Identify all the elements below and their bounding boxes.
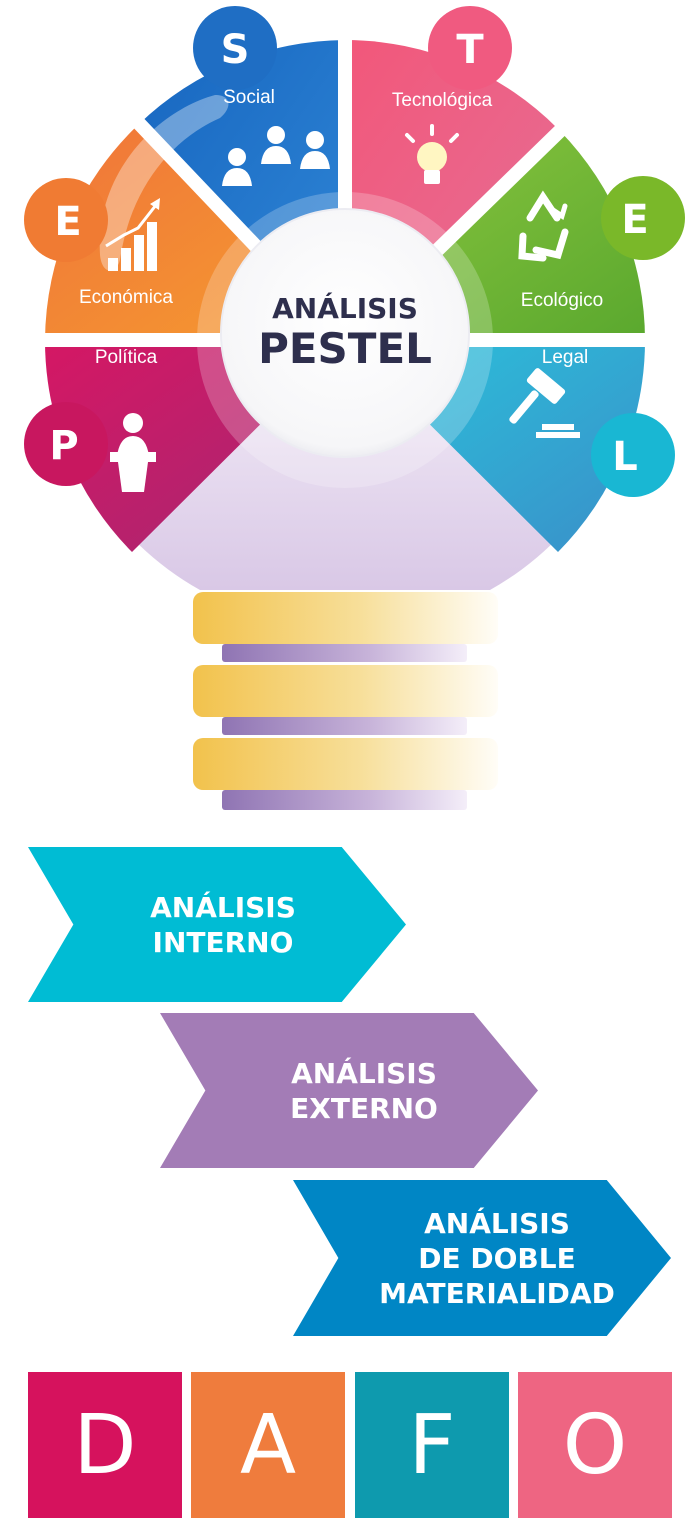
letter-bubble-s: S (193, 6, 277, 90)
segment-label-ecologico: Ecológico (521, 290, 603, 311)
svg-text:S: S (221, 27, 250, 73)
step-interno-line1: ANÁLISIS (150, 890, 296, 924)
step-analisis-externo: ANÁLISIS EXTERNO (160, 1013, 538, 1168)
step-interno-line2: INTERNO (152, 925, 294, 959)
lightbulb-icon (405, 124, 459, 184)
step-doble-line1: ANÁLISIS (424, 1206, 570, 1240)
people-icon (222, 126, 330, 186)
step-analisis-interno: ANÁLISIS INTERNO (28, 847, 406, 1002)
segment-label-social: Social (223, 87, 275, 108)
dafo-box-f: F (355, 1372, 509, 1518)
svg-text:E: E (621, 197, 648, 243)
step-doble-line2: DE DOBLE (418, 1241, 576, 1275)
growth-chart-icon (105, 198, 160, 271)
segment-label-economica: Económica (79, 287, 173, 308)
svg-text:P: P (49, 423, 78, 469)
dafo-box-o: O (518, 1372, 672, 1518)
pestel-lightbulb-diagram: ANÁLISIS PESTEL S T E L P E Social Tecno… (24, 6, 685, 810)
step-externo-line2: EXTERNO (290, 1091, 438, 1125)
svg-text:T: T (456, 27, 484, 73)
center-circle (220, 208, 470, 458)
speaker-podium-icon (110, 413, 156, 492)
gavel-icon (509, 368, 580, 438)
svg-text:E: E (54, 199, 81, 245)
bulb-base (193, 592, 498, 810)
step-analisis-doble-materialidad: ANÁLISIS DE DOBLE MATERIALIDAD (293, 1180, 671, 1336)
letter-bubble-e-ecologico: E (601, 176, 685, 260)
letter-bubble-l: L (591, 413, 675, 497)
center-title-line1: ANÁLISIS (272, 291, 418, 325)
step-doble-line3: MATERIALIDAD (379, 1276, 615, 1310)
dafo-box-a: A (191, 1372, 345, 1518)
recycle-icon (518, 190, 569, 262)
segment-label-legal: Legal (542, 347, 589, 368)
letter-bubble-t: T (428, 6, 512, 90)
segment-label-tecnologica: Tecnológica (392, 90, 493, 111)
segment-label-politica: Política (95, 347, 158, 368)
center-title-line2: PESTEL (258, 324, 432, 373)
gloss-highlight (99, 95, 229, 271)
svg-text:L: L (612, 434, 638, 480)
letter-bubble-p: P (24, 402, 108, 486)
dafo-box-d: D (28, 1372, 182, 1518)
letter-bubble-e-economica: E (24, 178, 108, 262)
step-externo-line1: ANÁLISIS (291, 1056, 437, 1090)
